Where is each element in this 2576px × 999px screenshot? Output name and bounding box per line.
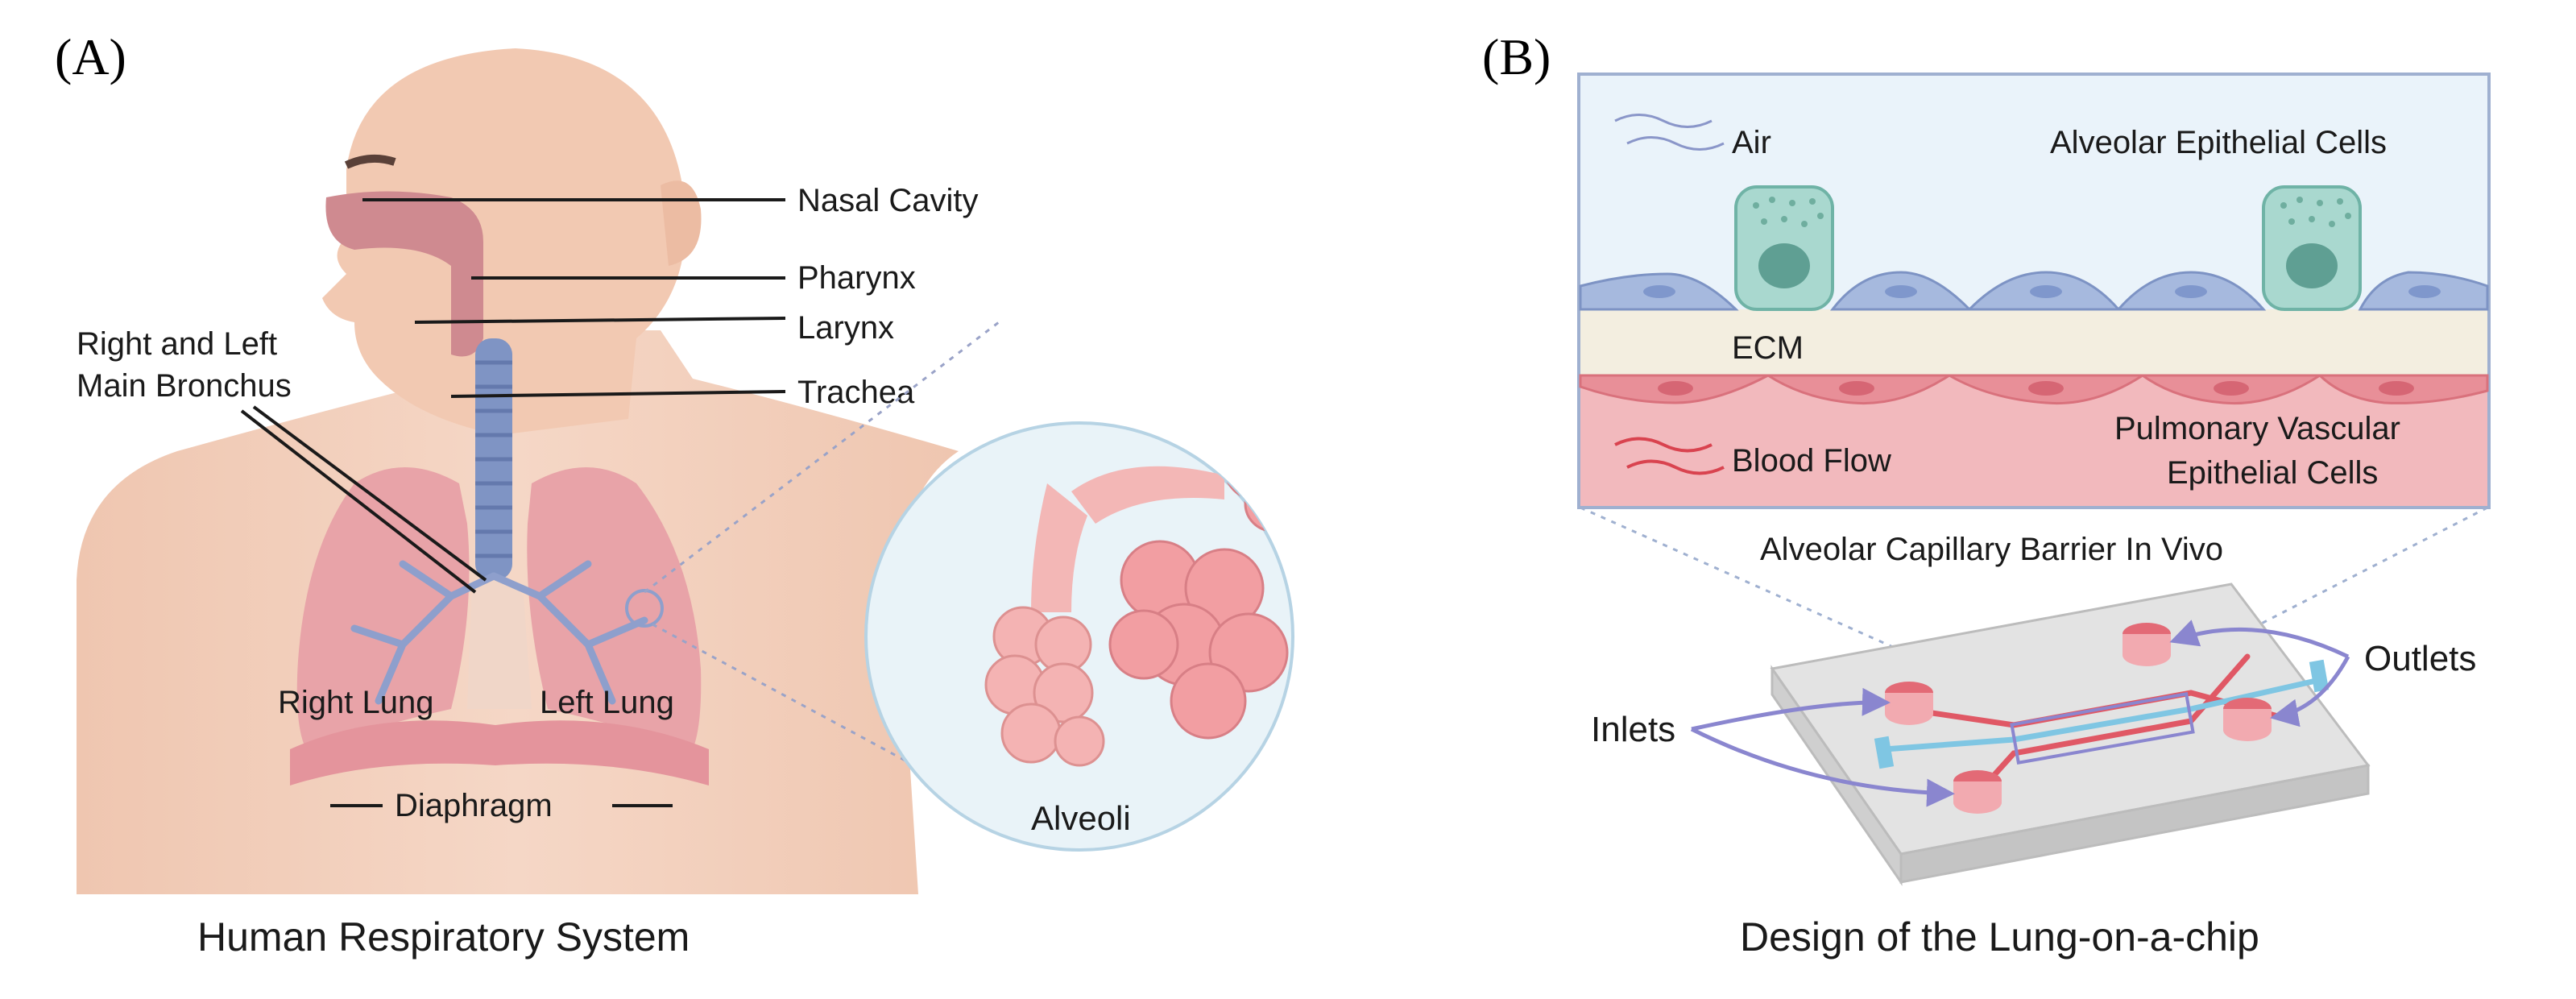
ear-shape bbox=[661, 180, 702, 266]
air-flow-icon bbox=[1614, 114, 1725, 151]
chip-side bbox=[1899, 764, 2370, 884]
endothelial-nuclei bbox=[1658, 381, 2414, 396]
lung-on-chip-device bbox=[1770, 582, 2371, 886]
label-air: Air bbox=[1732, 125, 1771, 160]
label-outlets: Outlets bbox=[2364, 639, 2476, 678]
eyebrow bbox=[344, 154, 396, 169]
label-pharynx: Pharynx bbox=[797, 260, 916, 296]
label-trachea: Trachea bbox=[797, 375, 915, 410]
outlet-port-lower bbox=[2223, 698, 2272, 741]
type1-nuclei bbox=[1643, 285, 2441, 298]
type2-epithelial-cell-right bbox=[2262, 185, 2362, 311]
side-port-right bbox=[2309, 659, 2330, 693]
panel-b: (B) bbox=[1482, 28, 2491, 960]
panel-a-leader-lines bbox=[240, 198, 786, 807]
inlet-port-upper bbox=[1885, 682, 1933, 725]
alveolar-sac-lower bbox=[984, 606, 1105, 767]
label-vascular-line2: Epithelial Cells bbox=[2167, 455, 2378, 491]
bronchiole-upper bbox=[1071, 466, 1224, 524]
membrane-region bbox=[2010, 691, 2195, 765]
label-bronchus-line1: Right and Left bbox=[77, 326, 277, 362]
label-bronchus-line2: Main Bronchus bbox=[77, 368, 292, 404]
panel-a: (A) bbox=[55, 28, 1294, 960]
flow-arrows bbox=[1690, 620, 2350, 807]
label-diaphragm: Diaphragm bbox=[395, 788, 553, 823]
label-nasal-cavity: Nasal Cavity bbox=[797, 183, 979, 218]
alveolar-sac-middle bbox=[1108, 540, 1289, 740]
type1-epithelial-cells bbox=[1579, 271, 2489, 311]
nasal-cavity-shape bbox=[325, 191, 483, 357]
alveoli-zoom: Alveoli bbox=[644, 321, 1294, 852]
human-body-illustration bbox=[77, 48, 959, 894]
bronchiole-branch bbox=[1031, 483, 1087, 612]
panel-a-caption: Human Respiratory System bbox=[197, 914, 690, 960]
label-epithelial-cells: Alveolar Epithelial Cells bbox=[2050, 125, 2387, 160]
heart-gap bbox=[467, 580, 532, 709]
head-shape bbox=[322, 48, 686, 435]
bronchial-tree bbox=[350, 560, 648, 705]
label-larynx: Larynx bbox=[797, 310, 894, 346]
label-inlets: Inlets bbox=[1591, 710, 1675, 749]
label-alveoli: Alveoli bbox=[1031, 799, 1131, 837]
arrow-to-inlet-upper bbox=[1691, 687, 1891, 732]
type2-epithelial-cell-left bbox=[1734, 185, 1834, 311]
panel-b-letter: (B) bbox=[1482, 28, 1551, 85]
label-barrier-in-vivo: Alveolar Capillary Barrier In Vivo bbox=[1760, 532, 2223, 567]
label-ecm: ECM bbox=[1732, 330, 1804, 366]
right-lung-shape bbox=[296, 467, 470, 749]
outlet-port-upper bbox=[2123, 623, 2171, 666]
label-right-lung: Right Lung bbox=[278, 685, 433, 720]
arrow-to-outlet-upper bbox=[2169, 620, 2350, 659]
arrow-to-outlet-lower bbox=[2270, 655, 2350, 727]
panel-b-caption: Design of the Lung-on-a-chip bbox=[1740, 914, 2259, 960]
arrow-to-inlet-lower bbox=[1690, 727, 1955, 807]
left-lung-shape bbox=[527, 467, 702, 749]
diaphragm-shape bbox=[290, 720, 709, 786]
ecm-layer bbox=[1580, 309, 2487, 375]
side-port-left bbox=[1874, 736, 1895, 769]
inlet-port-lower bbox=[1953, 770, 2002, 814]
panel-a-letter: (A) bbox=[55, 28, 126, 85]
alveoli-zoom-marker bbox=[625, 589, 664, 628]
label-blood-flow: Blood Flow bbox=[1732, 443, 1891, 479]
alveolar-capillary-barrier: Air Alveolar Epithelial Cells ECM Blood … bbox=[1577, 73, 2491, 509]
trachea-shape bbox=[475, 338, 512, 580]
label-left-lung: Left Lung bbox=[540, 685, 674, 720]
blood-flow-icon bbox=[1614, 437, 1725, 475]
label-vascular-line1: Pulmonary Vascular bbox=[2114, 411, 2400, 446]
